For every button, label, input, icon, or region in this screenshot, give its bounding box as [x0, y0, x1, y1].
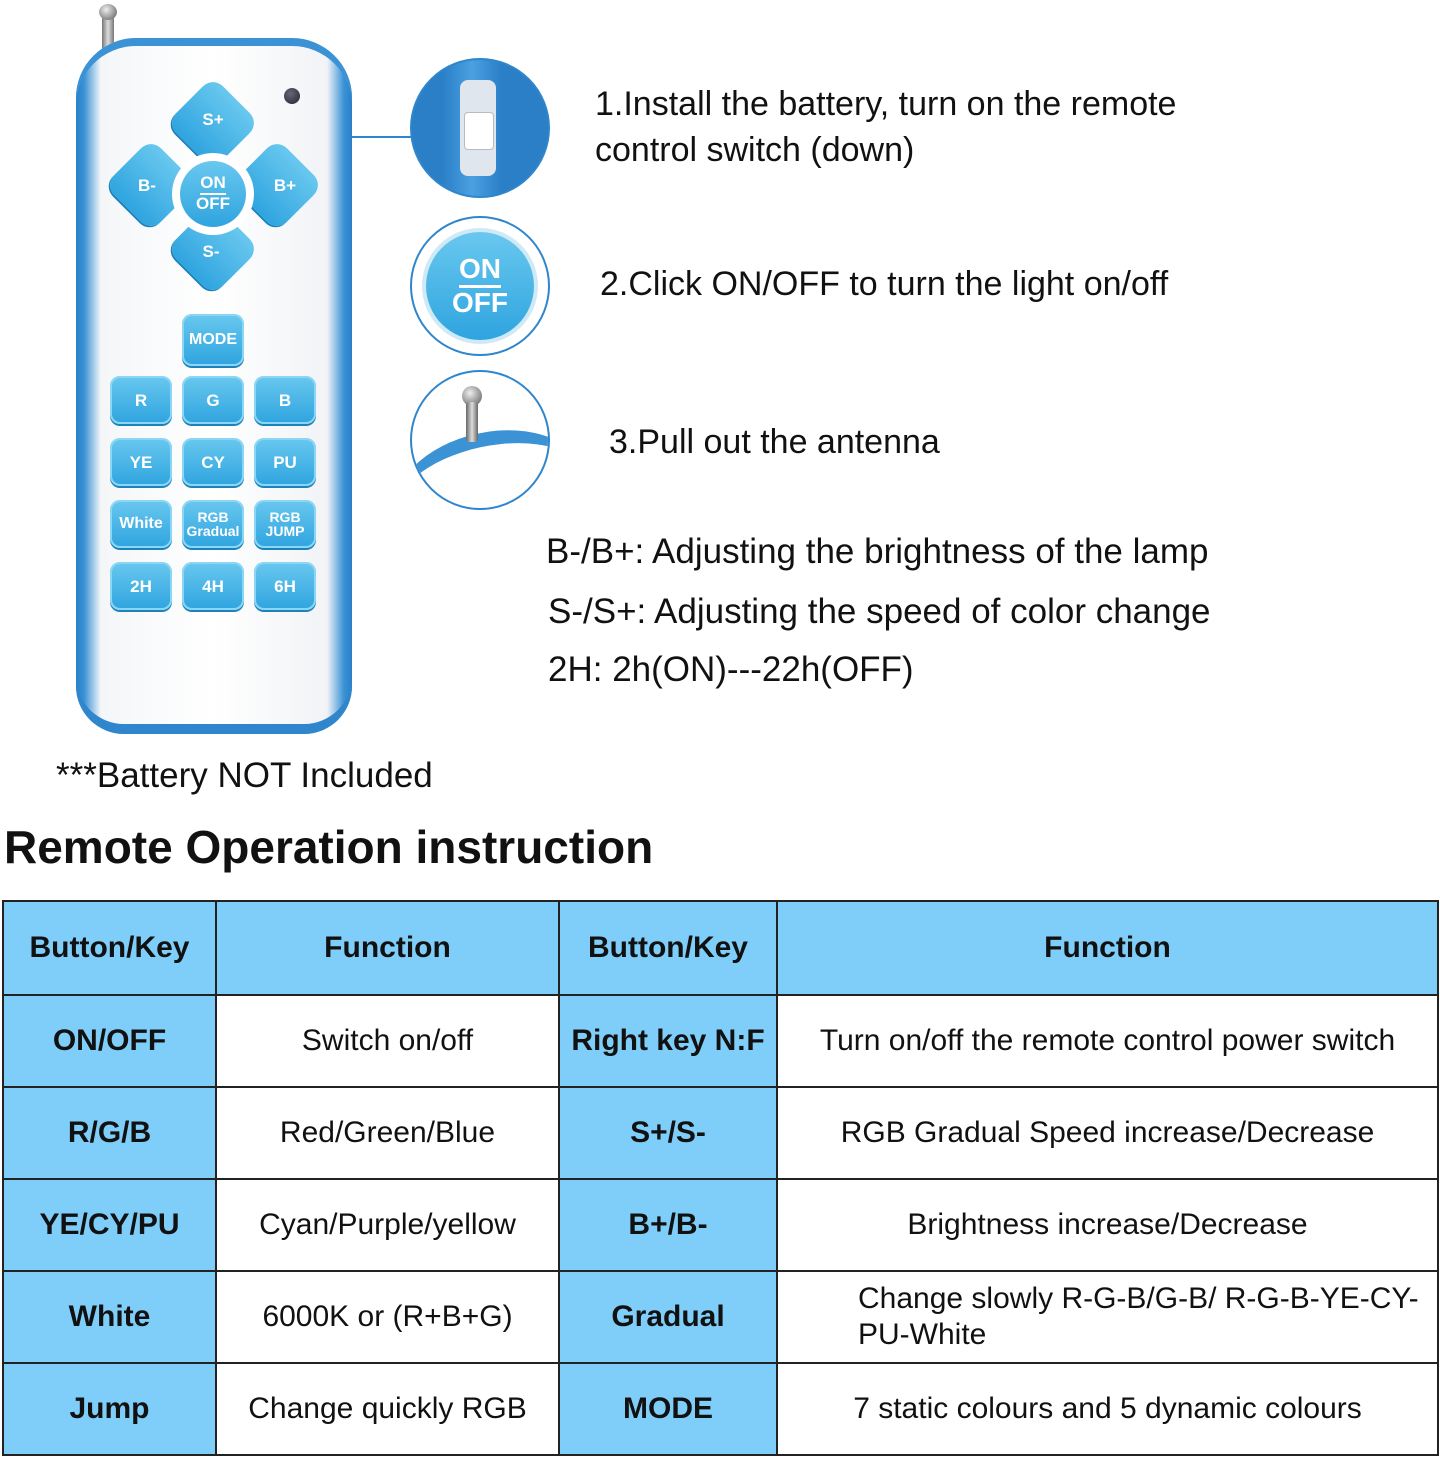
onoff-badge-on: ON [459, 253, 501, 288]
key-white: White [110, 500, 172, 548]
key-rgb-gradual: RGB Gradual [182, 500, 244, 548]
speed-description: S-/S+: Adjusting the speed of color chan… [548, 592, 1211, 631]
table-cell: MODE [558, 1362, 778, 1456]
step-2-text: 2.Click ON/OFF to turn the light on/off [600, 265, 1169, 303]
header-function-2: Function [776, 900, 1439, 996]
key-4h: 4H [182, 562, 244, 610]
brightness-description: B-/B+: Adjusting the brightness of the l… [546, 532, 1209, 571]
timer-description: 2H: 2h(ON)---22h(OFF) [548, 650, 914, 689]
header-button-key-1: Button/Key [2, 900, 217, 996]
key-b: B [254, 376, 316, 424]
key-pu: PU [254, 438, 316, 486]
table-cell: Switch on/off [215, 994, 560, 1088]
mode-key: MODE [182, 314, 244, 366]
onoff-key-off-label: OFF [196, 194, 230, 213]
key-ye: YE [110, 438, 172, 486]
table-cell: B+/B- [558, 1178, 778, 1272]
onoff-key: ON OFF [172, 153, 254, 235]
table-cell: Jump [2, 1362, 217, 1456]
table-cell: 7 static colours and 5 dynamic colours [776, 1362, 1439, 1456]
onoff-key-on-label: ON [200, 174, 226, 195]
dpad-left-label: B- [138, 176, 156, 195]
key-6h: 6H [254, 562, 316, 610]
header-button-key-2: Button/Key [558, 900, 778, 996]
table-cell: ON/OFF [2, 994, 217, 1088]
section-title: Remote Operation instruction [4, 821, 654, 873]
table-cell: 6000K or (R+B+G) [215, 1270, 560, 1364]
table-cell: Cyan/Purple/yellow [215, 1178, 560, 1272]
dpad-up-label: S+ [202, 110, 224, 129]
table-cell: RGB Gradual Speed increase/Decrease [776, 1086, 1439, 1180]
table-cell: Change quickly RGB [215, 1362, 560, 1456]
table-cell: YE/CY/PU [2, 1178, 217, 1272]
indicator-led [284, 88, 300, 104]
operation-table: Button/Key Function Button/Key Function … [2, 900, 1439, 1456]
key-cy: CY [182, 438, 244, 486]
table-cell: S+/S- [558, 1086, 778, 1180]
key-rgb-jump: RGB JUMP [254, 500, 316, 548]
table-cell: Change slowly R-G-B/G-B/ R-G-B-YE-CY-PU-… [776, 1270, 1439, 1364]
table-cell: Red/Green/Blue [215, 1086, 560, 1180]
table-cell: Turn on/off the remote control power swi… [776, 994, 1439, 1088]
battery-switch-detail-icon [410, 58, 550, 198]
onoff-badge-off: OFF [452, 286, 508, 318]
header-function-1: Function [215, 900, 560, 996]
step-1-text: 1.Install the battery, turn on the remot… [595, 82, 1176, 174]
table-cell: R/G/B [2, 1086, 217, 1180]
step-1-line-1: 1.Install the battery, turn on the remot… [595, 85, 1177, 123]
dpad-right-label: B+ [273, 176, 297, 195]
battery-note: ***Battery NOT Included [56, 756, 433, 795]
table-cell: Right key N:F [558, 994, 778, 1088]
table-header-row: Button/Key Function Button/Key Function [2, 900, 1439, 996]
table-row: White 6000K or (R+B+G) Gradual Change sl… [2, 1270, 1439, 1364]
dpad-down-label: S- [202, 242, 220, 261]
table-cell: Gradual [558, 1270, 778, 1364]
step-3-text: 3.Pull out the antenna [609, 423, 940, 461]
table-row: YE/CY/PU Cyan/Purple/yellow B+/B- Bright… [2, 1178, 1439, 1272]
key-g: G [182, 376, 244, 424]
table-row: R/G/B Red/Green/Blue S+/S- RGB Gradual S… [2, 1086, 1439, 1180]
antenna-detail-icon [410, 370, 550, 510]
table-row: ON/OFF Switch on/off Right key N:F Turn … [2, 994, 1439, 1088]
onoff-button-detail-icon: ON OFF [410, 216, 550, 356]
key-2h: 2H [110, 562, 172, 610]
table-row: Jump Change quickly RGB MODE 7 static co… [2, 1362, 1439, 1456]
callout-connector [352, 136, 414, 138]
table-cell: White [2, 1270, 217, 1364]
step-1-line-2: control switch (down) [595, 130, 915, 169]
remote-control-illustration: S+ B- B+ S- ON OFF MODE R G B YE CY PU W… [76, 4, 352, 734]
table-cell: Brightness increase/Decrease [776, 1178, 1439, 1272]
key-r: R [110, 376, 172, 424]
